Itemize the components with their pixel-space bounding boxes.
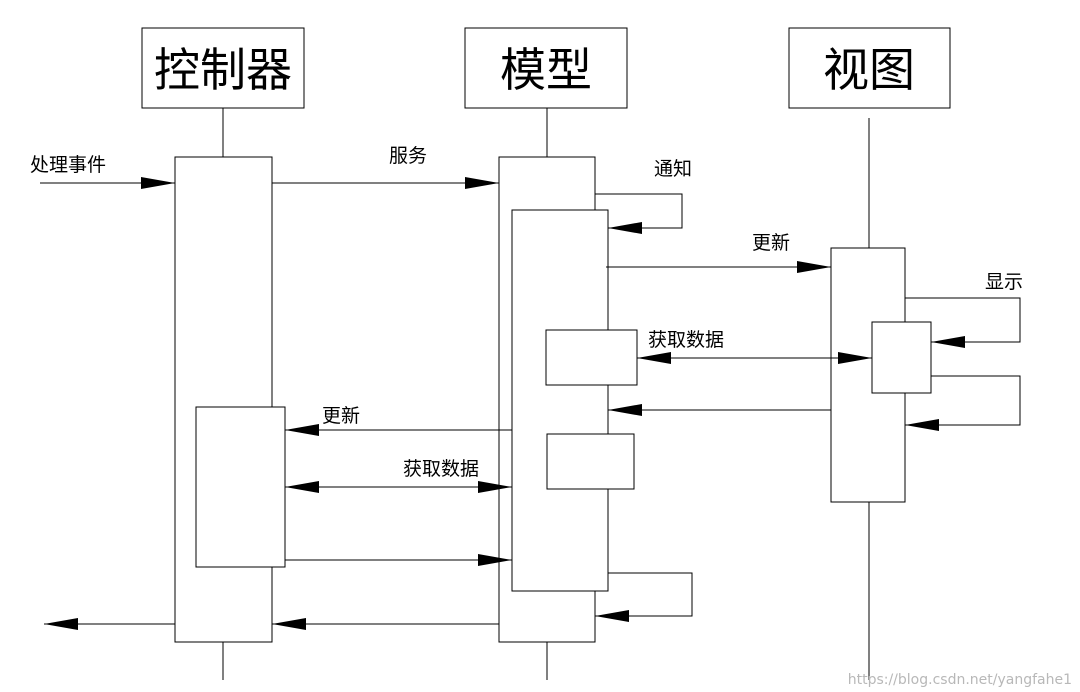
notify-self-arrow bbox=[595, 193, 683, 234]
model-title: 模型 bbox=[500, 43, 592, 97]
notify-label: 通知 bbox=[654, 158, 692, 180]
view-title: 视图 bbox=[823, 43, 915, 97]
get-data-view-label: 获取数据 bbox=[648, 329, 724, 351]
get-data-controller-label: 获取数据 bbox=[403, 458, 479, 480]
controller-sub-activation bbox=[195, 406, 286, 568]
controller-title: 控制器 bbox=[154, 43, 292, 97]
watermark: https://blog.csdn.net/yangfahe1 bbox=[848, 672, 1072, 688]
model-sub-activation bbox=[511, 209, 609, 592]
view-sub-activation bbox=[871, 321, 932, 394]
view-header: 视图 bbox=[788, 27, 951, 109]
handle-event-label: 处理事件 bbox=[30, 154, 106, 176]
view-return-self-arrow bbox=[905, 375, 1021, 431]
controller-activation bbox=[174, 156, 273, 643]
update-view-label: 更新 bbox=[752, 232, 790, 254]
model-return-self-arrow bbox=[595, 572, 693, 622]
model-data-box-1 bbox=[545, 329, 638, 386]
update-controller-label: 更新 bbox=[322, 405, 360, 427]
model-header: 模型 bbox=[464, 27, 628, 109]
display-self-arrow bbox=[905, 297, 1021, 348]
service-label: 服务 bbox=[389, 145, 427, 167]
model-data-box-2 bbox=[546, 433, 635, 490]
display-label: 显示 bbox=[985, 271, 1023, 293]
controller-header: 控制器 bbox=[141, 27, 305, 109]
